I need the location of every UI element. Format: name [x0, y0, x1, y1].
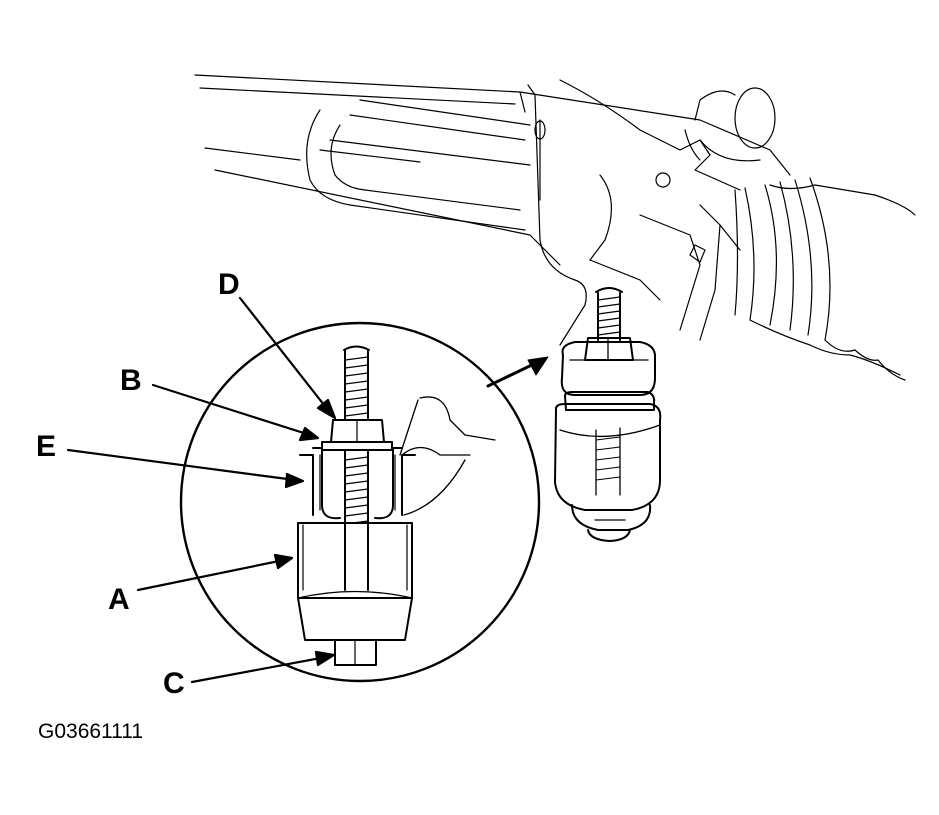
- tie-rod-end: [554, 287, 662, 542]
- detail-circle: [179, 321, 541, 683]
- leader-lines: [66, 296, 337, 684]
- magnify-arrow: [486, 356, 549, 388]
- callout-c: C: [163, 667, 185, 700]
- figure-code: G03661111: [38, 720, 144, 743]
- callout-b: B: [120, 364, 142, 397]
- detail-view: [297, 345, 496, 666]
- callout-a: A: [108, 583, 130, 616]
- steering-rack: [194, 74, 916, 381]
- callout-d: D: [218, 268, 240, 301]
- callout-e: E: [36, 430, 57, 463]
